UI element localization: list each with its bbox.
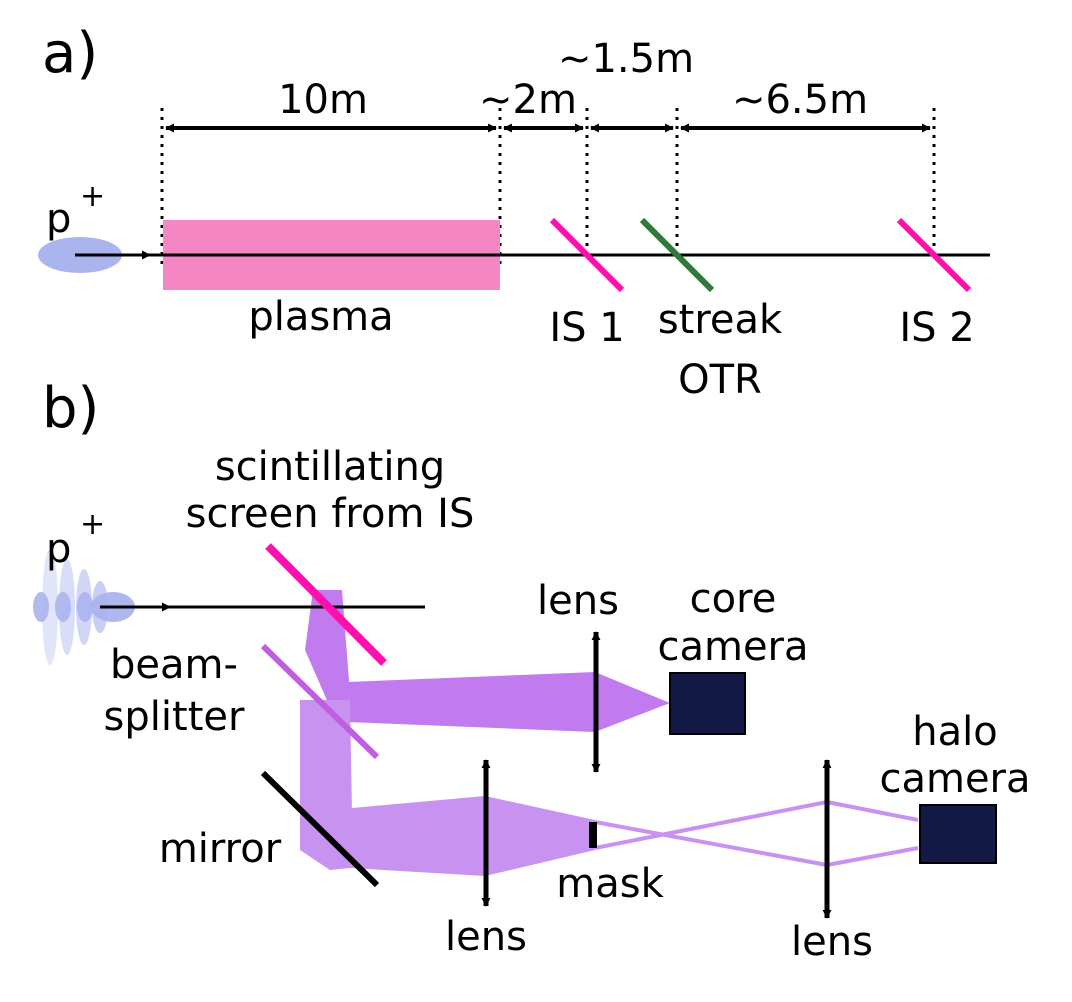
scint-screen-label-line2: screen from IS [186, 491, 475, 537]
plasma-label: plasma [248, 294, 393, 340]
panel-b: b) scintillating screen from IS p + [33, 376, 1031, 965]
halo-ray-3 [826, 800, 919, 822]
beamsplitter-label-line1: beam- [110, 642, 238, 688]
scint-screen-label-line1: scintillating [215, 444, 445, 490]
distance-label-plasma: 10m [278, 77, 368, 123]
otr-screen [639, 217, 715, 293]
distance-label-otr: ~1.5m [558, 36, 694, 82]
core-camera-label-line2: camera [657, 624, 808, 670]
otr-label: OTR [678, 357, 762, 403]
halo-ray-1 [594, 820, 828, 867]
halo-camera-label-line2: camera [879, 756, 1030, 802]
imaging-screen-1 [549, 217, 625, 293]
halo-camera [919, 804, 997, 864]
mask-label: mask [556, 861, 664, 907]
core-camera [669, 672, 746, 735]
bunch-slice-1 [42, 549, 58, 665]
halo-ray-2 [594, 800, 828, 850]
light-paths [300, 590, 919, 876]
bunch-microbunch-1 [33, 592, 49, 622]
streak-label: streak [658, 297, 783, 343]
mirror [260, 770, 380, 888]
beamsplitter-label-line2: splitter [104, 694, 245, 740]
light-beam-down [305, 590, 352, 730]
panel-a-label: a) [42, 21, 98, 86]
light-path-halo [300, 796, 595, 876]
beam-label: p [46, 196, 71, 242]
is1-label: IS 1 [549, 305, 624, 351]
panel-a: a) 10m ~2m ~1.5m ~6.5m p + [38, 21, 990, 403]
light-path-vertical [300, 700, 352, 815]
mask [589, 822, 597, 848]
mirror-label: mirror [159, 826, 282, 872]
bunch-microbunch-3 [77, 592, 93, 622]
lens-halo-2-label: lens [791, 919, 873, 965]
bunch-microbunch-2 [55, 592, 71, 622]
imaging-screen-2 [896, 217, 972, 293]
is2-label: IS 2 [899, 305, 974, 351]
beamsplitter [260, 643, 380, 760]
halo-ray-4 [826, 846, 919, 867]
core-camera-label-line1: core [690, 576, 777, 622]
panel-b-label: b) [42, 376, 99, 441]
distance-label-is1: ~2m [479, 77, 577, 123]
halo-camera-label-line1: halo [912, 709, 997, 755]
light-path-core [347, 672, 670, 732]
scintillating-screen [265, 543, 387, 666]
lens-halo-1-label: lens [445, 914, 527, 960]
lens-core-label: lens [537, 578, 619, 624]
beam-superscript-b: + [80, 507, 105, 542]
beam-label-b: p [46, 526, 71, 572]
halo-rays [594, 800, 919, 867]
distance-label-is2: ~6.5m [732, 77, 868, 123]
beam-superscript: + [80, 179, 105, 214]
